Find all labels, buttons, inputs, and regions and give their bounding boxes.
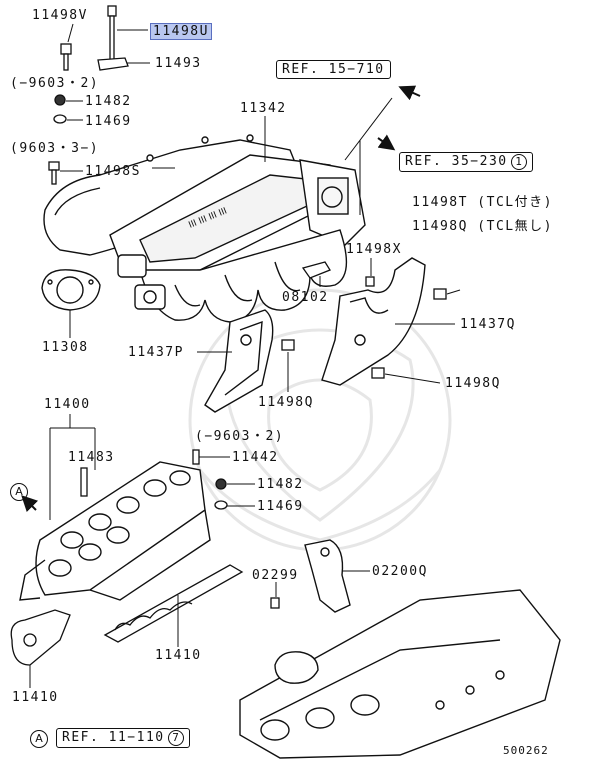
bolts xyxy=(48,5,447,609)
ref-arrows xyxy=(21,85,421,513)
label-11498q-lower: 11498Q xyxy=(445,376,501,391)
label-11498t: 11498T (TCL付き) xyxy=(412,195,553,210)
label-02200q: 02200Q xyxy=(372,564,428,579)
leader-lines xyxy=(29,23,461,688)
label-11437p: 11437P xyxy=(128,345,184,360)
label-11498q-center: 11498Q xyxy=(258,395,314,410)
label-11493: 11493 xyxy=(155,56,202,71)
label-11442: 11442 xyxy=(232,450,279,465)
label-11498s: 11498S xyxy=(85,164,141,179)
label-02299: 02299 xyxy=(252,568,299,583)
label-11410-left: 11410 xyxy=(12,690,59,705)
stay-11437p xyxy=(204,309,274,413)
ref-15-710[interactable]: REF. 15−710 xyxy=(276,60,391,79)
ref-35-230-circle: 1 xyxy=(510,154,527,170)
upper-intake-manifold: III III III III xyxy=(43,134,366,323)
marker-a-top: A xyxy=(10,483,28,501)
label-cond-9603-3: (9603・3−) xyxy=(10,141,100,156)
stay-11437q xyxy=(321,257,426,386)
label-11483: 11483 xyxy=(68,450,115,465)
label-cond-m9603-2-top: (−9603・2) xyxy=(10,76,100,91)
label-11437q: 11437Q xyxy=(460,317,516,332)
ref-11-110-circle: 7 xyxy=(167,730,184,746)
label-11342: 11342 xyxy=(240,101,287,116)
label-11469-mid: 11469 xyxy=(257,499,304,514)
cylinder-head xyxy=(239,589,561,759)
label-11498q-right: 11498Q (TCL無し) xyxy=(412,219,553,234)
bracket-02200q xyxy=(304,539,351,613)
label-cond-m9603-2-mid: (−9603・2) xyxy=(195,429,285,444)
gasket-11410 xyxy=(10,564,244,666)
ref-35-230-text: REF. 35−230 xyxy=(405,154,508,169)
label-11498x: 11498X xyxy=(346,242,402,257)
ref-15-710-text: REF. 15−710 xyxy=(282,62,385,77)
label-11400: 11400 xyxy=(44,397,91,412)
label-11482-mid: 11482 xyxy=(257,477,304,492)
label-11308: 11308 xyxy=(42,340,89,355)
label-11469-top: 11469 xyxy=(85,114,132,129)
ref-11-110-text: REF. 11−110 xyxy=(62,730,165,745)
label-11482-top: 11482 xyxy=(85,94,132,109)
gasket-11308 xyxy=(41,269,101,311)
label-11498v: 11498V xyxy=(32,8,88,23)
label-11410-center: 11410 xyxy=(155,648,202,663)
marker-a-bottom: A xyxy=(30,730,48,748)
label-11498u-highlighted[interactable]: 11498U xyxy=(150,23,212,40)
lower-intake-manifold xyxy=(19,461,211,601)
diagram-number: 500262 xyxy=(503,744,549,757)
label-08102: 08102 xyxy=(282,290,329,305)
